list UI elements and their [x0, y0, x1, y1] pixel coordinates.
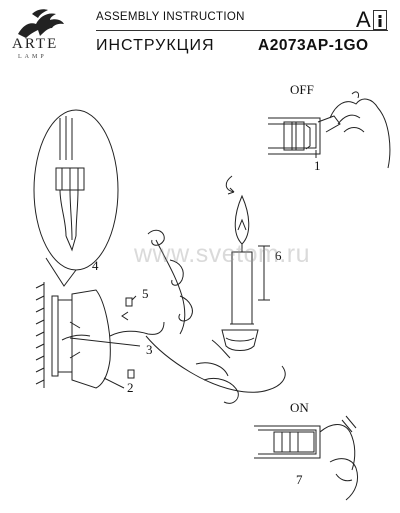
logo-subtitle: LAMP	[18, 54, 47, 60]
wall-mount	[35, 282, 135, 389]
callout-7: 7	[296, 472, 303, 487]
switch-off-illustration	[268, 91, 391, 169]
brand-logo	[10, 4, 70, 66]
wiring-detail-bubble	[33, 109, 119, 287]
callout-1: 1	[314, 158, 321, 173]
off-label: OFF	[290, 82, 314, 97]
logo-wordmark: ARTE	[12, 36, 59, 52]
language-letter: A	[356, 7, 371, 32]
info-icon	[373, 10, 387, 30]
callout-3: 3	[146, 342, 153, 357]
switch-on-illustration	[254, 415, 359, 501]
callout-leaders	[69, 150, 317, 389]
lamp-arm	[109, 175, 286, 404]
callout-4: 4	[92, 258, 99, 273]
griffin-icon	[18, 9, 64, 38]
model-number: A2073AP-1GO	[258, 37, 369, 54]
watermark: www.svetom.ru	[134, 240, 310, 268]
callout-6: 6	[275, 248, 282, 263]
header-divider	[96, 30, 388, 31]
callout-5: 5	[142, 286, 149, 301]
callout-2: 2	[127, 380, 134, 395]
assembly-title: ASSEMBLY INSTRUCTION	[96, 11, 245, 23]
header: ARTE LAMP ASSEMBLY INSTRUCTION ИНСТРУКЦИ…	[0, 0, 400, 64]
instruction-title-ru: ИНСТРУКЦИЯ	[96, 37, 215, 54]
on-label: ON	[290, 400, 309, 415]
